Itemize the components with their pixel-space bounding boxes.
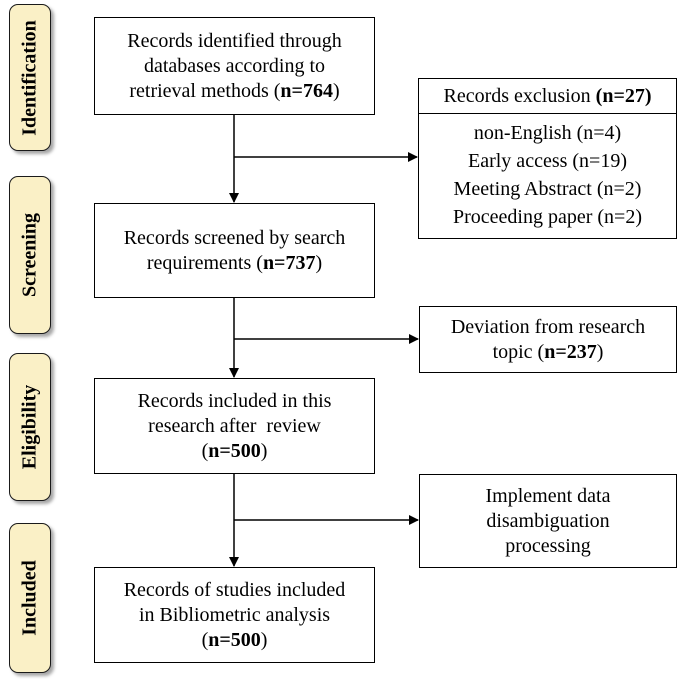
- text-part: (: [201, 439, 209, 462]
- text-line: databases according to: [143, 54, 326, 77]
- stage-screening: Screening: [9, 176, 51, 334]
- text-line: Records exclusion (n=27): [443, 84, 651, 109]
- stage-included: Included: [9, 523, 51, 673]
- count-included-review: n=500: [208, 439, 261, 462]
- text-part: ): [260, 628, 268, 651]
- text-part: ): [315, 251, 323, 274]
- text-line: research after review: [148, 414, 321, 437]
- exclusion-title: Records exclusion (n=27): [419, 79, 676, 114]
- count-identified: n=764: [280, 79, 333, 102]
- text-part: (: [201, 628, 209, 651]
- text-line: Implement data: [485, 484, 611, 507]
- text-line: Records included in this: [137, 389, 332, 412]
- exclusion-list: non-English (n=4) Early access (n=19) Me…: [419, 119, 676, 232]
- stage-identification: Identification: [9, 4, 51, 151]
- box-records-included-review: Records included in this research after …: [94, 378, 375, 474]
- count-screened: n=737: [262, 251, 316, 274]
- text-part: ): [596, 340, 604, 363]
- text-part: retrieval methods (: [129, 79, 281, 102]
- text-part: requirements (: [146, 251, 263, 274]
- box-records-bibliometric: Records of studies included in Bibliomet…: [94, 567, 375, 663]
- text-part: ): [332, 79, 340, 102]
- box-records-screened: Records screened by search requirements …: [94, 203, 375, 298]
- count-exclusion: (n=27): [595, 84, 652, 107]
- exclusion-item: non-English (n=4): [473, 121, 622, 144]
- count-bibliometric: n=500: [208, 628, 261, 651]
- stage-eligibility: Eligibility: [9, 353, 51, 501]
- exclusion-item: Proceeding paper (n=2): [453, 206, 642, 229]
- text-line: Records identified through: [127, 29, 342, 52]
- text-line: retrieval methods (n=764): [129, 79, 339, 104]
- box-disambiguation: Implement data disambiguation processing: [419, 474, 677, 568]
- text-line: (n=500): [202, 628, 268, 653]
- text-line: Records of studies included: [123, 578, 346, 601]
- exclusion-item: Early access (n=19): [468, 149, 627, 172]
- text-line: processing: [505, 534, 591, 557]
- box-deviation: Deviation from research topic (n=237): [419, 306, 677, 373]
- text-line: topic (n=237): [493, 340, 604, 365]
- text-line: requirements (n=737): [147, 251, 322, 276]
- box-records-exclusion: Records exclusion (n=27) non-English (n=…: [418, 78, 677, 239]
- text-line: disambiguation: [486, 509, 610, 532]
- text-line: Deviation from research: [450, 315, 646, 338]
- count-deviation: n=237: [544, 340, 597, 363]
- exclusion-item: Meeting Abstract (n=2): [453, 178, 642, 201]
- text-part: Records exclusion: [443, 84, 596, 107]
- text-part: topic (: [492, 340, 545, 363]
- box-records-identified: Records identified through databases acc…: [94, 17, 375, 115]
- text-line: Records screened by search: [123, 226, 346, 249]
- text-part: ): [260, 439, 268, 462]
- text-line: in Bibliometric analysis: [138, 603, 331, 626]
- text-line: (n=500): [202, 439, 268, 464]
